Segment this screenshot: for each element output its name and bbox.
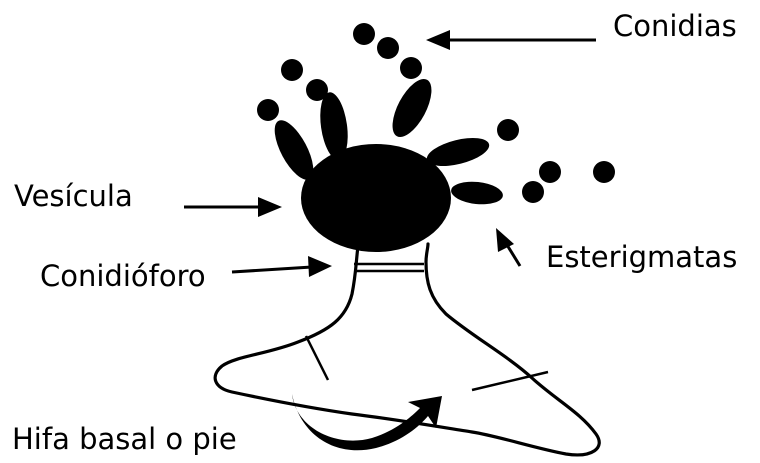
conidium <box>522 181 544 203</box>
label-esterigmatas: Esterigmatas <box>546 243 737 272</box>
conidium <box>497 119 519 141</box>
conidium <box>377 37 399 59</box>
label-hifa-basal: Hifa basal o pie <box>12 425 237 454</box>
curved-arrow-icon <box>292 394 442 450</box>
conidium <box>353 23 375 45</box>
conidium <box>539 161 561 183</box>
arrow-conidioforo <box>232 256 332 277</box>
label-vesicula: Vesícula <box>14 182 133 211</box>
conidium <box>400 57 422 79</box>
label-conidioforo: Conidióforo <box>40 262 206 291</box>
sterigma <box>385 73 440 143</box>
conidium <box>257 99 279 121</box>
label-conidias: Conidias <box>613 12 737 41</box>
conidium <box>306 79 328 101</box>
arrow-esterigmatas <box>496 228 520 266</box>
hypha-septum-left <box>306 336 328 380</box>
conidium <box>593 161 615 183</box>
sterigma <box>450 179 504 206</box>
conidium <box>281 59 303 81</box>
arrow-conidias <box>426 30 596 50</box>
arrow-vesicula <box>184 197 282 217</box>
